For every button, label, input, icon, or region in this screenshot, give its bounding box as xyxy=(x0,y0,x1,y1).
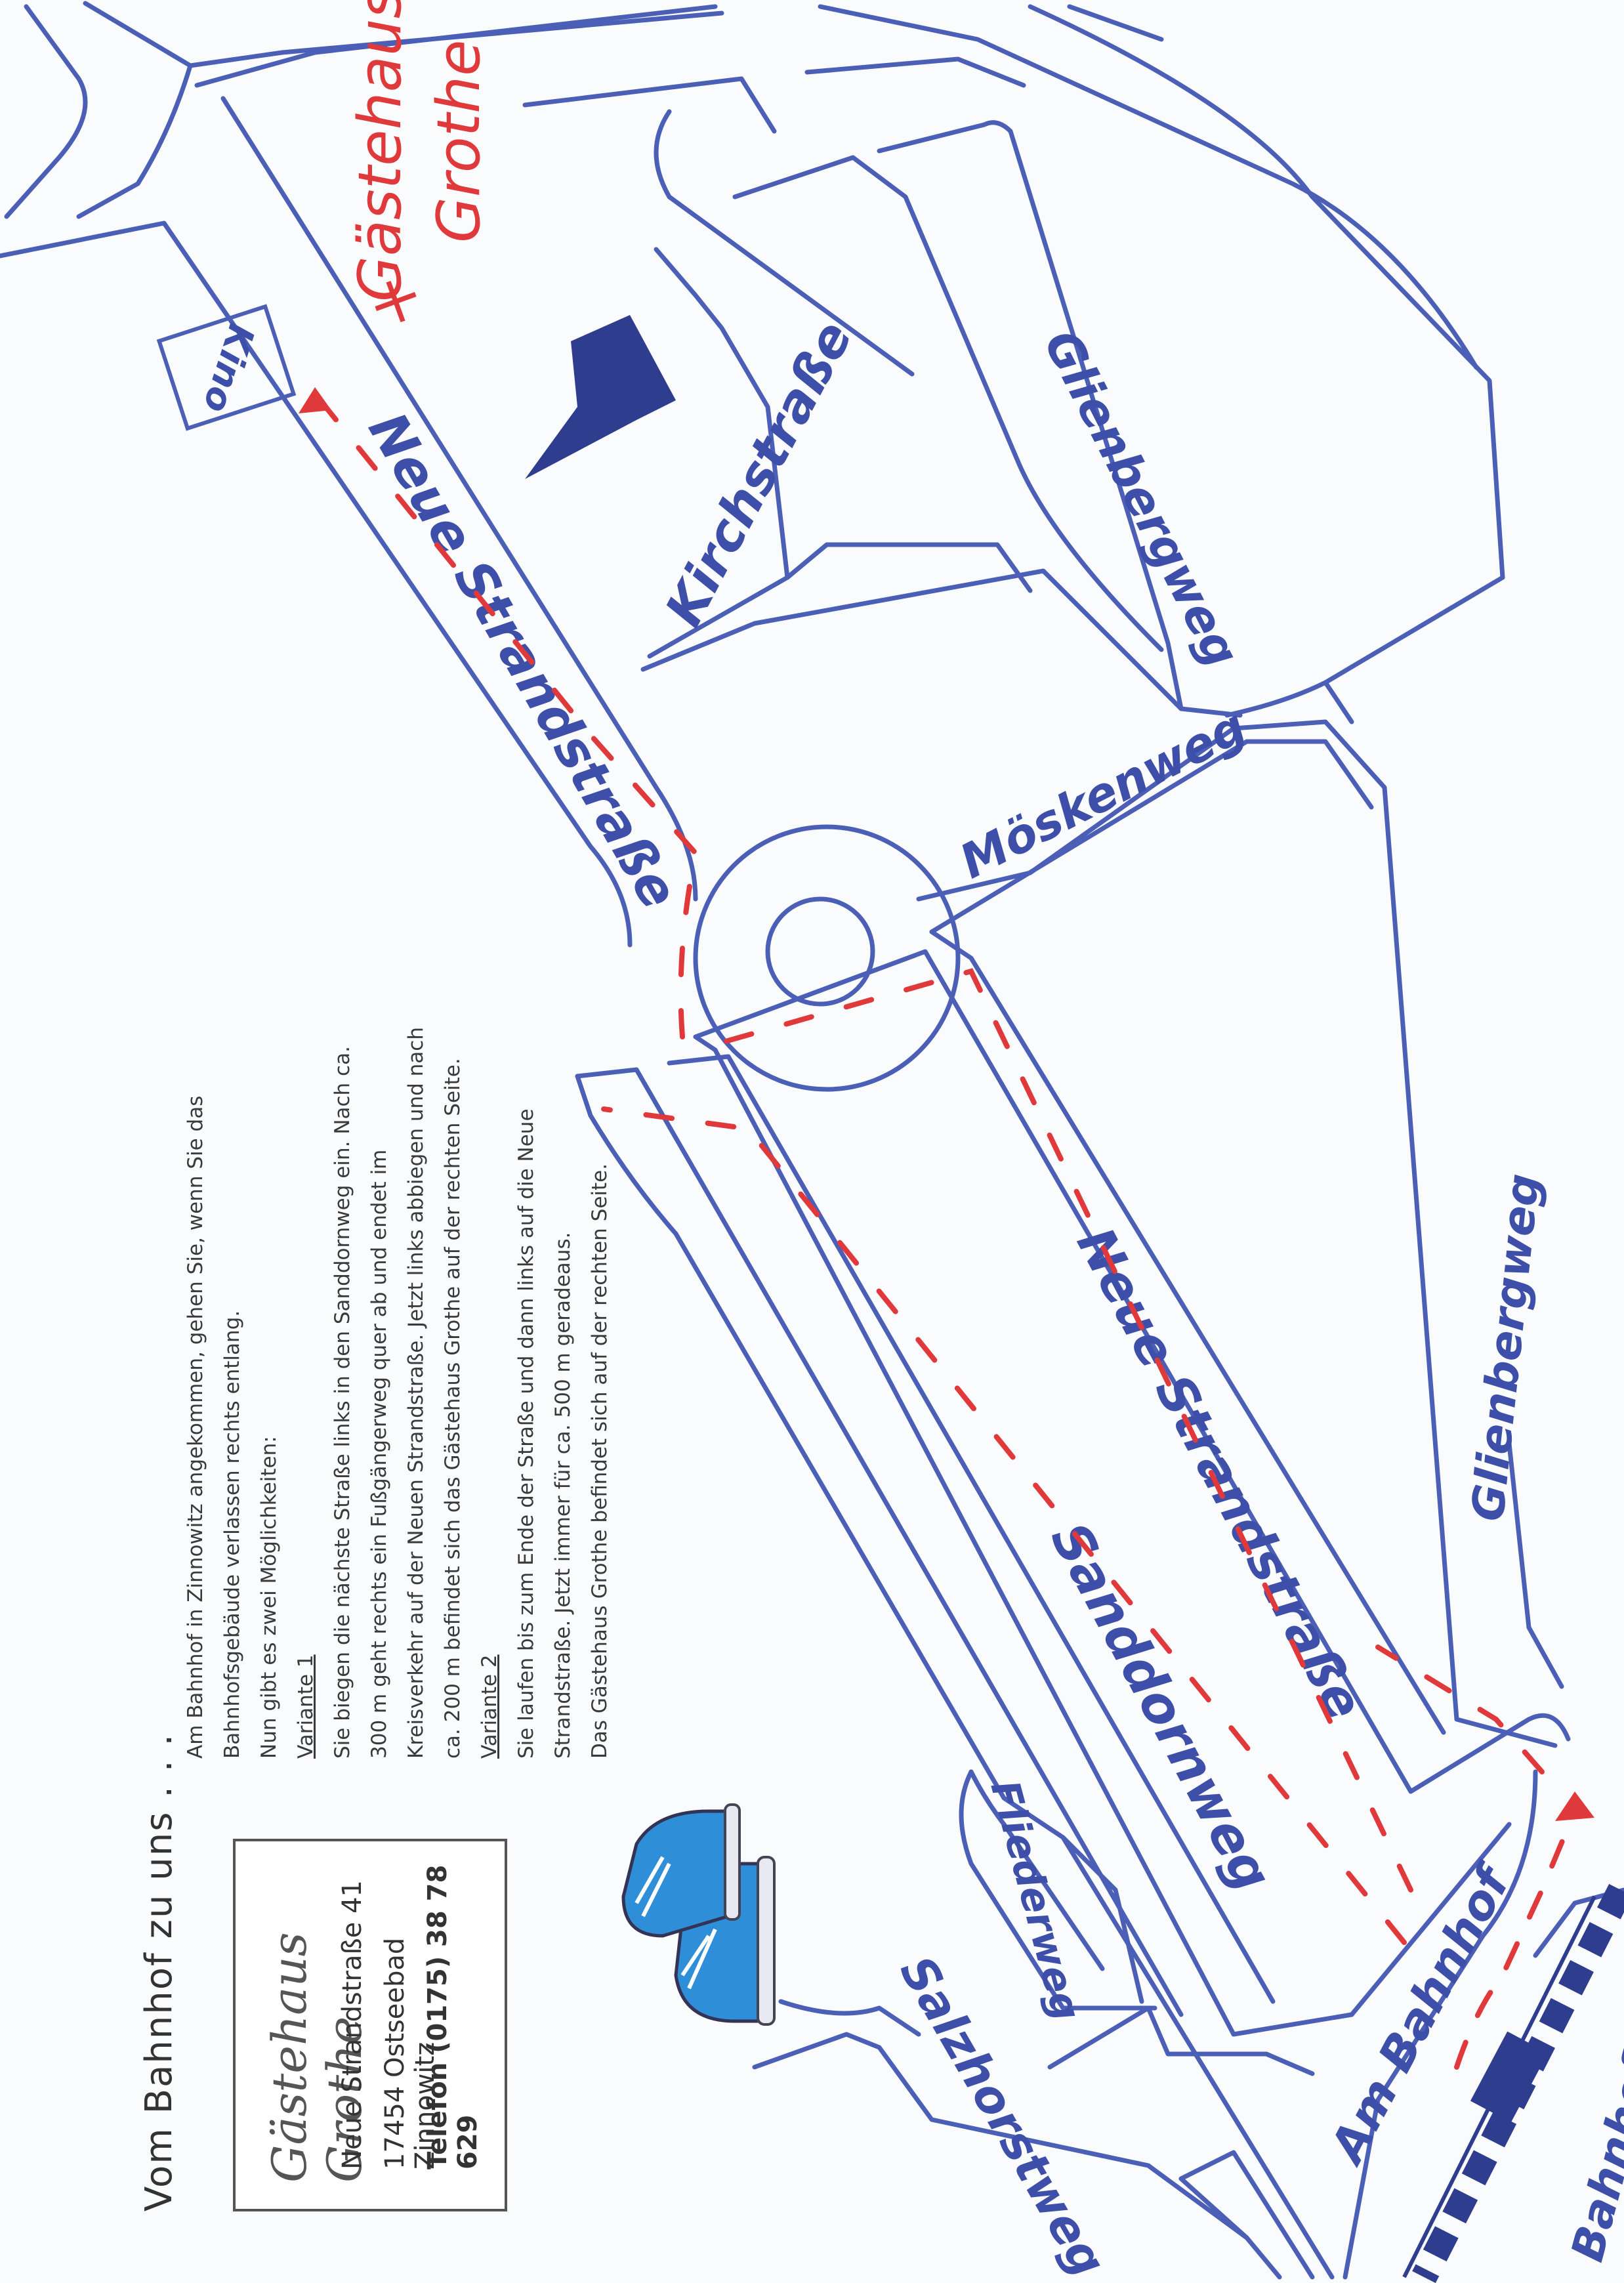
directions-line: Das Gästehaus Grothe befindet sich auf d… xyxy=(588,1163,612,1759)
variant-1-title: Variante 1 xyxy=(294,1654,318,1759)
route-final-segment xyxy=(312,391,699,1039)
destination-name-line1: Gästehaus xyxy=(346,0,415,302)
directions-line: Am Bahnhof in Zinnowitz angekommen, gehe… xyxy=(184,1095,207,1759)
variant-2-title: Variante 2 xyxy=(478,1654,501,1759)
directions-line: Kreisverkehr auf der Neuen Strandstraße.… xyxy=(404,1027,428,1759)
directions-line: Bahnhofsgebäude verlassen rechts entlang… xyxy=(220,1310,244,1759)
directions-line: Strandstraße. Jetzt immer für ca. 500 m … xyxy=(551,1232,575,1759)
destination-name-line2: Grothe xyxy=(425,39,493,243)
address-street: Neue Strandstraße 41 xyxy=(337,1880,367,2169)
route-arrow-icon xyxy=(299,387,1594,1821)
route-variant-1 xyxy=(601,1106,1545,1945)
station-building-icon xyxy=(1470,2031,1549,2123)
street-label-glienbergweg-right: Glienbergweg xyxy=(1462,1171,1550,1524)
church-icon xyxy=(525,315,676,479)
directions-line: 300 m geht rechts ein Fußgängerweg quer … xyxy=(367,1149,391,1759)
address-card: Gästehaus Grothe Neue Strandstraße 41 17… xyxy=(233,1839,507,2211)
directions-text: Am Bahnhof in Zinnowitz angekommen, gehe… xyxy=(177,236,618,1759)
street-label-glienbergweg-top: Glienbergweg xyxy=(1033,322,1250,676)
phone-number: Telefon (0175) 38 78 629 xyxy=(423,1864,483,2169)
street-label-moeskenweg: Möskenweg xyxy=(951,698,1255,889)
route-variant-2 xyxy=(693,968,1577,2070)
info-panel: Vom Bahnhof zu uns . . . Gästehaus Groth… xyxy=(98,177,820,2211)
panel-heading: Vom Bahnhof zu uns . . . xyxy=(138,1732,180,2211)
street-label-bahnhof: Bahnhof xyxy=(1562,2046,1624,2267)
directions-line: Nun gibt es zwei Möglichkeiten: xyxy=(257,1436,281,1759)
sneakers-icon xyxy=(621,1803,776,2026)
directions-line: Sie biegen die nächste Straße links in d… xyxy=(331,1046,354,1759)
street-label-fliederweg: Fliederweg xyxy=(982,1776,1090,2025)
directions-line: Sie laufen bis zum Ende der Straße und d… xyxy=(514,1108,538,1759)
directions-line: ca. 200 m befindet sich das Gästehaus Gr… xyxy=(441,1058,465,1759)
